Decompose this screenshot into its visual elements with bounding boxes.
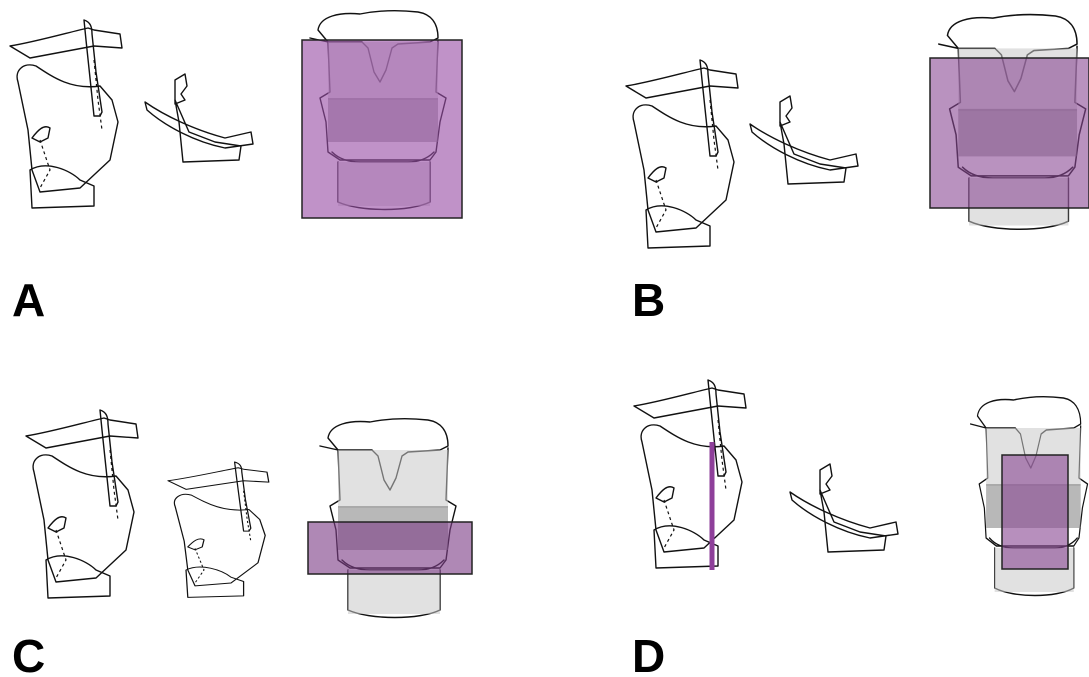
lateral-view-d (634, 380, 746, 568)
lateral-view-b (626, 60, 738, 248)
lateral-view-c-alt (168, 462, 269, 597)
lateral-view-c (26, 410, 138, 598)
highlight-region-b (930, 58, 1089, 208)
arytenoid-sketch-d (790, 464, 898, 552)
panel-c: C (12, 410, 472, 677)
arytenoid-sketch-a (145, 74, 253, 162)
highlight-region-d (1002, 455, 1068, 569)
arytenoid-sketch-b (750, 96, 858, 184)
highlight-region-c (308, 522, 472, 574)
panel-label-b: B (632, 274, 665, 326)
front-view-c (320, 419, 456, 618)
panel-label-d: D (632, 630, 665, 677)
panel-b: B (626, 15, 1089, 326)
lateral-view-a (10, 20, 122, 208)
panel-a: A (10, 11, 462, 326)
panel-d: D (632, 380, 1088, 677)
highlight-region-a (302, 40, 462, 218)
panel-label-a: A (12, 274, 45, 326)
panel-label-c: C (12, 630, 45, 677)
